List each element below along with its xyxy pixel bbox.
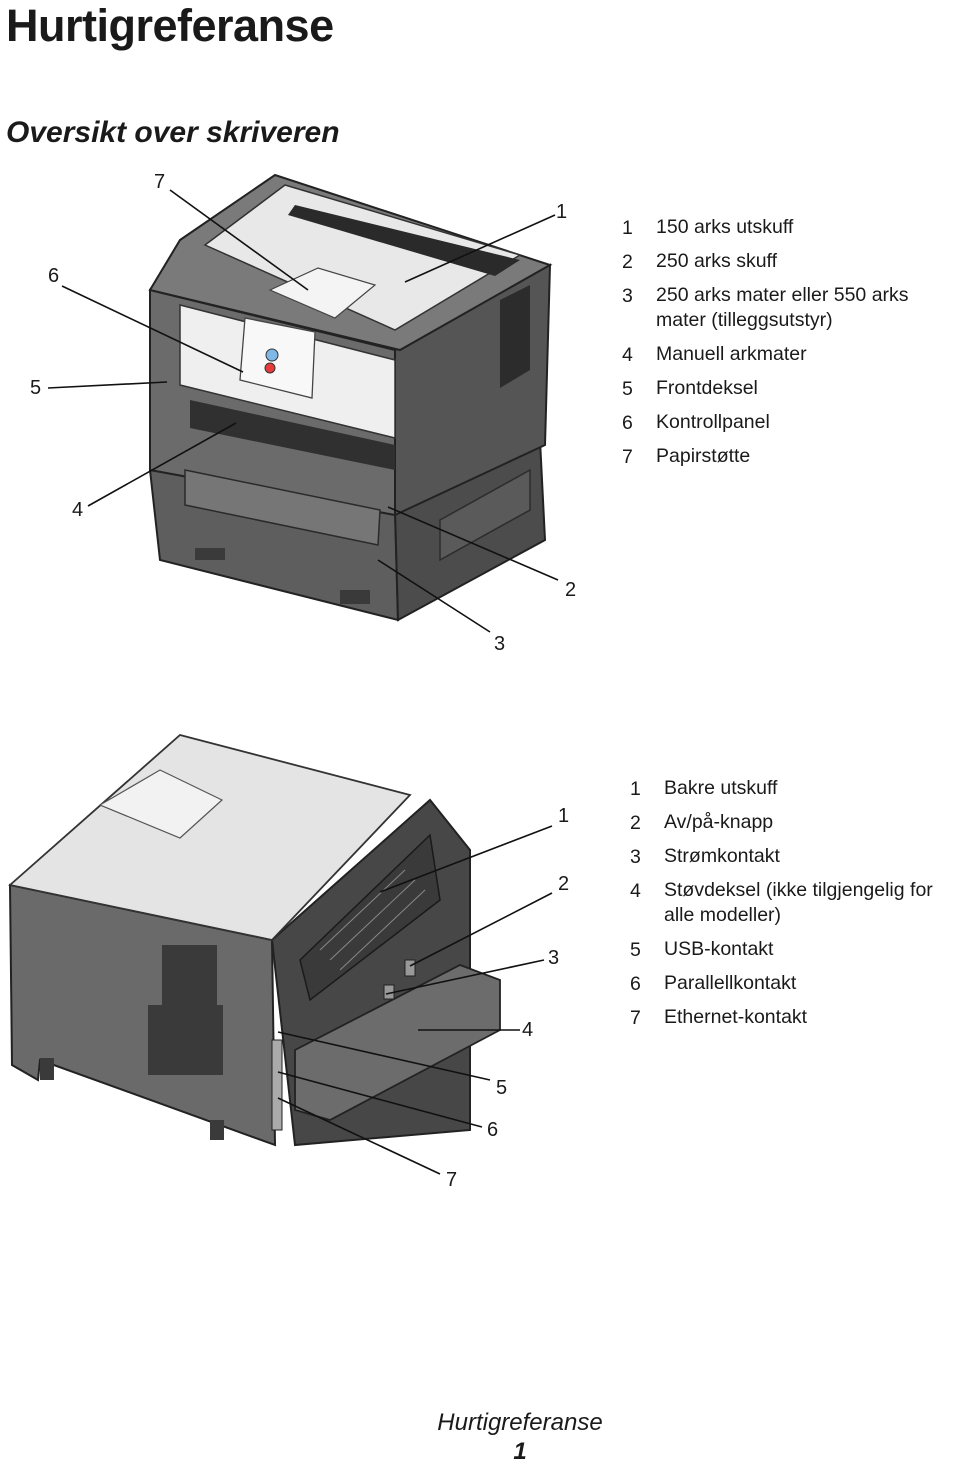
front-callout-5: 5 xyxy=(30,377,42,399)
footer-title: Hurtigreferanse xyxy=(437,1409,603,1436)
output-slot xyxy=(288,205,520,276)
foot-left xyxy=(195,548,225,560)
leader-6 xyxy=(61,285,244,373)
red-button-icon xyxy=(264,362,276,374)
back-leader-2 xyxy=(409,892,553,967)
front-callout-6: 6 xyxy=(48,265,60,287)
section-title: Oversikt over skriveren xyxy=(6,116,340,149)
back-foot-right xyxy=(210,1120,224,1140)
tray-handle xyxy=(184,469,381,546)
front-leader-lines xyxy=(47,189,559,633)
leader-2 xyxy=(387,506,559,581)
back-leader-3 xyxy=(385,959,545,995)
back-side-vent-bottom xyxy=(148,1005,223,1075)
footer-page-number: 1 xyxy=(513,1438,527,1465)
front-callout-4: 4 xyxy=(72,499,84,521)
back-side-vent-top xyxy=(162,945,217,1007)
front-callout-7: 7 xyxy=(154,171,166,193)
port-strip xyxy=(271,1039,283,1131)
back-callout-7: 7 xyxy=(446,1169,458,1191)
back-callout-6: 6 xyxy=(487,1119,499,1141)
back-leader-lines xyxy=(277,825,553,1175)
back-callout-2: 2 xyxy=(558,873,570,895)
back-callout-5: 5 xyxy=(496,1077,508,1099)
back-top-cover xyxy=(8,734,412,941)
back-leader-1 xyxy=(379,825,553,893)
back-leader-6 xyxy=(277,1071,483,1128)
side-handle xyxy=(439,468,531,562)
front-callout-1: 1 xyxy=(556,201,568,223)
front-callout-2: 2 xyxy=(565,579,577,601)
leader-1 xyxy=(404,214,556,283)
foot-right xyxy=(340,590,370,604)
back-leader-5 xyxy=(277,1031,491,1081)
page-title: Hurtigreferanse xyxy=(6,0,334,51)
leader-3 xyxy=(377,559,491,633)
leader-7 xyxy=(169,189,309,291)
back-callout-3: 3 xyxy=(548,947,560,969)
blue-button-icon xyxy=(265,348,279,362)
back-leader-7 xyxy=(277,1097,441,1175)
leader-5 xyxy=(47,381,168,389)
back-paper-support xyxy=(98,769,224,839)
rear-tray-ribs xyxy=(319,869,426,971)
front-callout-3: 3 xyxy=(494,633,506,655)
manual-feed-slot xyxy=(190,400,395,470)
side-vent xyxy=(500,285,530,388)
power-switch-icon xyxy=(404,959,416,977)
rear-output-tray xyxy=(299,833,441,1002)
back-callout-1: 1 xyxy=(558,805,570,827)
leader-4 xyxy=(87,422,237,507)
back-foot-left xyxy=(40,1058,54,1080)
back-callout-4: 4 xyxy=(522,1019,534,1041)
